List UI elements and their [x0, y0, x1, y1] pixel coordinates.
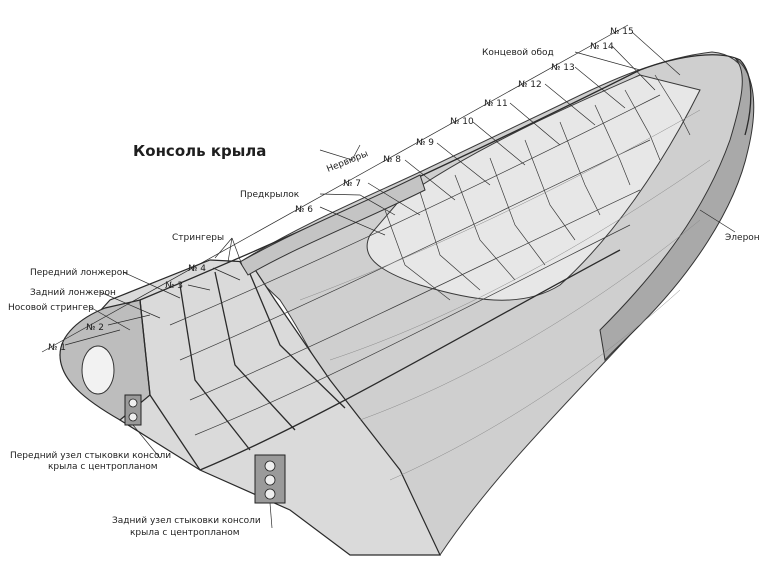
label-stringery: Стрингеры: [172, 233, 224, 243]
ribs-dimension-line: [41, 24, 629, 353]
rib-structure-8: [454, 174, 516, 281]
rib-leader-8: [404, 159, 456, 201]
label-peredniy-uzel-line2: крыла с центропланом: [48, 462, 158, 472]
skin-panel-line-2: [329, 159, 711, 361]
label-predkrylok: Предкрылок: [240, 190, 300, 200]
ribs-brace: [319, 144, 361, 161]
label-eleron: Элерон: [725, 233, 760, 243]
rib-leader-1: [64, 329, 121, 346]
rib-label-12: № 12: [518, 80, 542, 90]
rib-structure-9: [489, 157, 546, 266]
aileron-leader: [699, 209, 736, 233]
label-zadniy-lonzheron: Задний лонжерон: [30, 288, 116, 298]
tip-rim-leader: [574, 51, 641, 71]
skin-panel-line-3: [359, 219, 701, 421]
stringer-b: [179, 139, 651, 361]
label-koncevoy-obod: Концевой обод: [482, 48, 554, 58]
rib-structure-3: [214, 271, 296, 431]
rib-label-2: № 2: [86, 323, 104, 333]
front-fitting-leader: [132, 424, 161, 459]
rear-fitting-leader: [269, 502, 273, 529]
rib-leader-6: [319, 206, 386, 236]
rib-label-3: № 3: [165, 281, 183, 291]
label-peredniy-uzel-line1: Передний узел стыковки консоли: [10, 451, 171, 461]
skin-panel-line-1: [299, 109, 701, 301]
front-spar-leader: [122, 271, 181, 299]
rib-leader-11: [509, 102, 561, 146]
stringer-c: [189, 189, 641, 401]
stringer-a: [169, 94, 661, 326]
label-zadniy-uzel-line2: крыла с центропланом: [130, 528, 240, 538]
front-root-fitting: [124, 394, 142, 426]
rib-label-14: № 14: [590, 42, 614, 52]
nose-rib-hole: [81, 345, 115, 395]
rib-leader-2: [107, 314, 151, 326]
rib-label-15: № 15: [610, 27, 634, 37]
rib-label-4: № 4: [188, 264, 206, 274]
rib-leader-7: [367, 182, 421, 216]
rib-leader-15: [631, 31, 681, 76]
rib-label-1: № 1: [48, 343, 66, 353]
slat-leader: [319, 193, 396, 216]
rib-structure-4: [244, 261, 346, 409]
rear-spar: [199, 249, 621, 471]
label-zadniy-uzel-line1: Задний узел стыковки консоли: [112, 516, 261, 526]
tip-rim: [639, 54, 752, 136]
rib-label-9: № 9: [416, 138, 434, 148]
rib-structure-2: [179, 284, 251, 451]
rib-label-13: № 13: [551, 63, 575, 73]
stringer-d: [194, 224, 631, 436]
skin-panel-line-4: [389, 289, 681, 481]
rear-spar-leader: [99, 291, 161, 319]
rib-structure-12: [594, 104, 631, 186]
rib-label-10: № 10: [450, 117, 474, 127]
rib-leader-4: [212, 267, 241, 281]
rib-leader-3: [187, 284, 211, 291]
diagram-title: Консоль крыла: [133, 142, 266, 160]
label-nervyury: Нервюры: [325, 149, 369, 175]
rib-leader-10: [472, 121, 526, 166]
exposed-structure: [366, 74, 701, 301]
rib-structure-14: [654, 74, 691, 136]
label-nosovoy-stringer: Носовой стрингер: [8, 303, 94, 313]
rib-structure-7: [419, 191, 481, 291]
rib-structure-11: [559, 121, 601, 216]
rib-label-7: № 7: [343, 179, 361, 189]
rib-label-6: № 6: [295, 205, 313, 215]
rib-leader-9: [436, 142, 491, 186]
nose-stringer-leader: [89, 306, 131, 331]
rib-leader-12: [544, 83, 596, 126]
label-peredniy-lonzheron: Передний лонжерон: [30, 268, 128, 278]
slat: [239, 174, 426, 276]
rib-structure-1: [139, 299, 201, 471]
rear-root-fitting: [254, 454, 286, 504]
rib-structure-6: [384, 209, 451, 301]
rib-label-11: № 11: [484, 99, 508, 109]
rib-label-8: № 8: [383, 155, 401, 165]
aileron: [599, 57, 755, 362]
rib-leader-13: [574, 66, 626, 109]
rib-structure-10: [524, 139, 576, 241]
rib-structure-13: [624, 89, 661, 161]
stringers-leader: [214, 237, 243, 266]
